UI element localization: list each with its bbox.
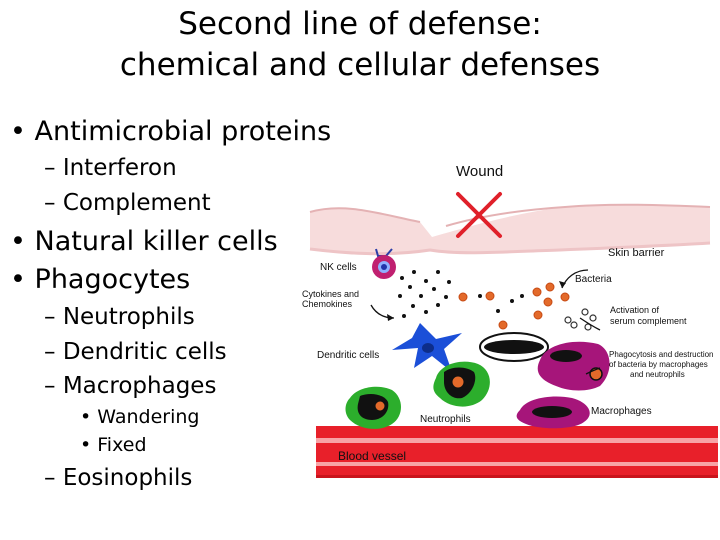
title-line-2: chemical and cellular defenses xyxy=(119,47,601,83)
label-phagocytosis-3: and neutrophils xyxy=(630,370,685,379)
macrophage-icon-upper xyxy=(537,341,610,391)
bullet-text: Complement xyxy=(62,190,211,216)
bullet-marker: – xyxy=(44,465,56,491)
label-phagocytosis-2: of bacteria by macrophages xyxy=(609,360,708,369)
neutrophil-icon-middle xyxy=(433,361,490,407)
bullet-fixed: • Fixed xyxy=(80,434,147,456)
skin-barrier-base xyxy=(309,241,711,256)
label-macrophages: Macrophages xyxy=(591,406,652,417)
bacteria-icons xyxy=(458,282,570,330)
bullet-text: Fixed xyxy=(97,434,147,456)
bullet-interferon: – Interferon xyxy=(44,155,177,181)
skin-barrier-band xyxy=(310,204,710,254)
bullet-text: Phagocytes xyxy=(34,264,191,295)
bullet-text: Dendritic cells xyxy=(62,339,227,365)
bullet-text: Natural killer cells xyxy=(34,226,278,257)
arrow-heads xyxy=(387,281,566,321)
bullet-text: Eosinophils xyxy=(62,465,193,491)
nk-cell-icon xyxy=(372,248,396,279)
macrophage-icon-lower xyxy=(516,396,590,429)
bullet-marker: • xyxy=(80,406,92,428)
bullet-complement: – Complement xyxy=(44,190,211,216)
bullet-marker: • xyxy=(80,434,92,456)
label-neutrophils: Neutrophils xyxy=(420,414,471,425)
label-wound: Wound xyxy=(456,163,503,180)
bullet-marker: – xyxy=(44,373,56,399)
bullet-text: Interferon xyxy=(62,155,177,181)
bullet-marker: • xyxy=(10,226,26,257)
cytokine-dots xyxy=(398,270,524,318)
bullet-dendritic-cells: – Dendritic cells xyxy=(44,339,227,365)
complement-protein-icons xyxy=(564,308,597,331)
bullet-text: Macrophages xyxy=(62,373,217,399)
elongated-nucleus-cell-icon xyxy=(479,332,549,362)
bullet-neutrophils: – Neutrophils xyxy=(44,304,195,330)
bullet-eosinophils: – Eosinophils xyxy=(44,465,192,491)
label-complement-2: serum complement xyxy=(610,316,687,326)
bullet-marker: – xyxy=(44,190,56,216)
label-skin-barrier: Skin barrier xyxy=(608,247,665,259)
label-cytokines-1: Cytokines and xyxy=(302,289,359,299)
label-bacteria: Bacteria xyxy=(575,274,612,285)
label-complement-1: Activation of xyxy=(610,305,660,315)
dendritic-nucleus xyxy=(422,343,434,353)
bullet-marker: • xyxy=(10,264,26,295)
bullet-wandering: • Wandering xyxy=(80,406,199,428)
blood-vessel xyxy=(316,426,718,478)
bullet-antimicrobial-proteins: • Antimicrobial proteins xyxy=(10,116,331,147)
bullet-phagocytes: • Phagocytes xyxy=(10,264,190,295)
bullet-marker: – xyxy=(44,304,56,330)
title-line-1: Second line of defense: xyxy=(178,6,542,42)
bullet-natural-killer-cells: • Natural killer cells xyxy=(10,226,278,257)
bullet-marker: – xyxy=(44,155,56,181)
bullet-marker: – xyxy=(44,339,56,365)
label-phagocytosis-1: Phagocytosis and destruction xyxy=(609,350,714,359)
neutrophil-icon-lower xyxy=(345,386,401,429)
slide-title: Second line of defense: chemical and cel… xyxy=(0,4,720,86)
label-dendritic-cells: Dendritic cells xyxy=(317,350,379,361)
label-nk-cells: NK cells xyxy=(320,262,357,273)
label-cytokines-2: Chemokines xyxy=(302,299,353,309)
bullet-text: Antimicrobial proteins xyxy=(34,116,332,147)
bullet-text: Wandering xyxy=(97,406,200,428)
bullet-macrophages: – Macrophages xyxy=(44,373,216,399)
bullet-text: Neutrophils xyxy=(62,304,195,330)
bullet-marker: • xyxy=(10,116,26,147)
label-blood-vessel: Blood vessel xyxy=(338,449,406,463)
wound-cross-icon xyxy=(456,192,502,238)
